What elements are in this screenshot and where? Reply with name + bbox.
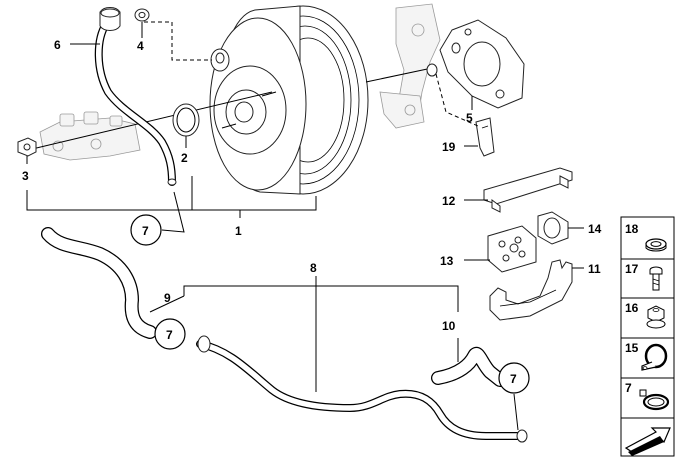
washer-ring-icon — [645, 238, 667, 252]
callout-labels: 6 4 5 19 2 3 1 12 14 13 11 8 9 10 — [22, 38, 602, 333]
pipe-clamp-icon — [641, 343, 668, 371]
direction-arrow-icon — [624, 427, 671, 456]
legend-panel: 18 17 16 15 — [620, 216, 675, 457]
o-ring-part-2 — [172, 103, 200, 137]
legend-number-15: 15 — [625, 341, 639, 355]
bolt-icon — [649, 266, 663, 291]
callout-1: 1 — [235, 224, 242, 238]
callout-9: 9 — [164, 291, 171, 305]
callout-8: 8 — [310, 261, 317, 275]
hose-part-9 — [41, 227, 157, 339]
circled-callout-7b: 7 — [154, 318, 186, 350]
gasket-part-5 — [439, 19, 525, 109]
callout-2: 2 — [181, 151, 188, 165]
legend-number-18: 18 — [625, 222, 639, 236]
legend-item-17 — [620, 258, 675, 299]
svg-text:7: 7 — [510, 372, 517, 386]
callout-5: 5 — [466, 111, 473, 125]
hose-clamp-icon — [639, 389, 670, 411]
pedal-bracket — [379, 3, 441, 129]
callout-14: 14 — [588, 222, 602, 236]
vacuum-hose-part-6 — [94, 7, 177, 186]
callout-13: 13 — [440, 254, 454, 268]
brake-booster — [209, 5, 438, 195]
leader-lines — [26, 21, 584, 431]
cover-part-12 — [483, 167, 573, 213]
svg-text:7: 7 — [142, 224, 149, 238]
svg-text:7: 7 — [166, 328, 173, 342]
callout-6: 6 — [54, 38, 61, 52]
master-cylinder — [39, 111, 141, 161]
clip-part-19 — [475, 117, 495, 157]
grommet-part-14 — [537, 211, 569, 245]
vacuum-pipe-part-8 — [196, 335, 528, 443]
rubber-block-part-13 — [487, 225, 537, 273]
callout-19: 19 — [442, 140, 456, 154]
callout-4: 4 — [137, 39, 144, 53]
legend-number-16: 16 — [625, 301, 639, 315]
callout-11: 11 — [588, 262, 601, 276]
callout-10: 10 — [442, 319, 456, 333]
callout-3: 3 — [22, 169, 29, 183]
legend-number-17: 17 — [625, 262, 639, 276]
washer-part-4 — [134, 8, 150, 22]
legend-item-18 — [620, 216, 675, 260]
legend-number-7: 7 — [625, 381, 632, 395]
circled-callout-7c: 7 — [498, 362, 530, 394]
circled-callout-7a: 7 — [130, 214, 162, 246]
callout-12: 12 — [442, 194, 456, 208]
hose-part-10 — [431, 347, 507, 387]
holder-part-11 — [489, 259, 573, 321]
nut-icon — [646, 305, 666, 329]
nut-part-3 — [17, 137, 37, 157]
